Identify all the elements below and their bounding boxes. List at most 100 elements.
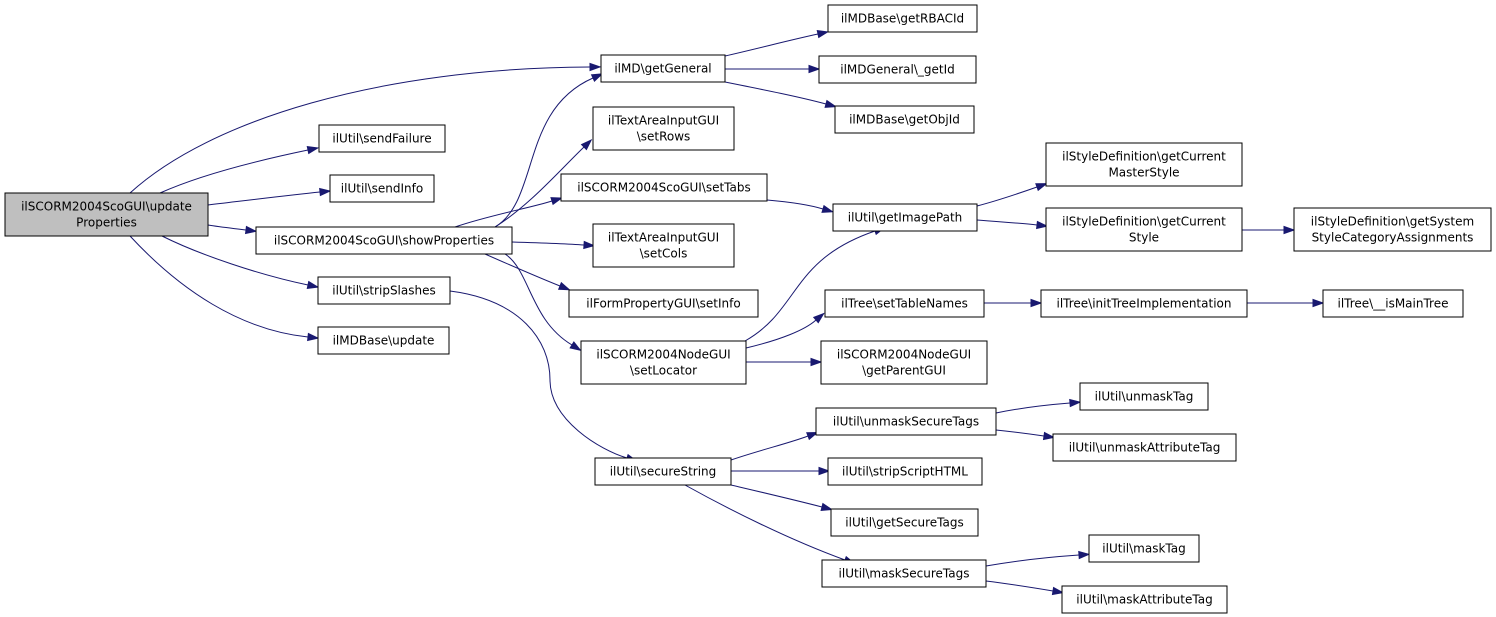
- node-label: ilStyleDefinition\getSystem: [1311, 215, 1474, 229]
- edge-line: [976, 219, 1038, 226]
- node-getRBACId[interactable]: ilMDBase\getRBACId: [827, 4, 978, 33]
- edge-getCurrentStyle-to-getSystemStyleCat: [1241, 225, 1296, 235]
- node-box: [1088, 534, 1200, 563]
- edge-root-to-sendInfo: [207, 187, 332, 206]
- node-sendFailure[interactable]: ilUtil\sendFailure: [318, 124, 446, 153]
- node-box: [1045, 142, 1243, 187]
- node-unmaskTag[interactable]: ilUtil\unmaskTag: [1079, 382, 1209, 411]
- edge-line: [511, 241, 585, 246]
- arrowhead-icon: [818, 466, 831, 476]
- node-maskAttributeTag[interactable]: ilUtil\maskAttributeTag: [1061, 585, 1228, 614]
- edge-maskSecureTags-to-maskTag: [985, 550, 1091, 567]
- node-label: Properties: [76, 216, 137, 230]
- node-mdUpdate[interactable]: ilMDBase\update: [317, 326, 450, 355]
- edge-secureString-to-maskSecureTags: [684, 484, 856, 564]
- node-maskTag[interactable]: ilUtil\maskTag: [1088, 534, 1200, 563]
- edge-initTreeImpl-to-isMainTree: [1247, 298, 1325, 308]
- node-label: ilUtil\getSecureTags: [845, 516, 963, 530]
- edge-root-to-stripSlashes: [161, 235, 320, 290]
- arrowhead-icon: [824, 99, 838, 108]
- node-maskSecureTags[interactable]: ilUtil\maskSecureTags: [821, 559, 987, 588]
- arrowhead-icon: [1030, 298, 1043, 308]
- edge-setLocator-to-getImagePath: [744, 227, 886, 342]
- node-label: ilUtil\unmaskTag: [1095, 390, 1194, 404]
- node-showProperties[interactable]: ilSCORM2004ScoGUI\showProperties: [255, 226, 513, 255]
- node-label: ilMDBase\getObjId: [849, 113, 960, 127]
- node-box: [827, 4, 978, 33]
- edge-root-to-sendFailure: [159, 145, 320, 194]
- edge-setTabs-to-getImagePath: [766, 199, 835, 213]
- edge-showProperties-to-setCols: [511, 240, 596, 250]
- edge-line: [985, 554, 1080, 567]
- edge-line: [744, 230, 876, 342]
- node-box: [824, 289, 985, 318]
- arrowhead-icon: [550, 197, 564, 206]
- node-setCols[interactable]: ilTextAreaInputGUI\setCols: [592, 223, 735, 268]
- node-getGeneral[interactable]: ilMD\getGeneral: [600, 54, 726, 83]
- node-sendInfo[interactable]: ilUtil\sendInfo: [329, 174, 435, 203]
- edge-showProperties-to-setLocator: [504, 253, 582, 352]
- node-box: [1293, 207, 1492, 252]
- node-unmaskSecureTags[interactable]: ilUtil\unmaskSecureTags: [815, 407, 997, 436]
- node-unmaskAttributeTag[interactable]: ilUtil\unmaskAttributeTag: [1052, 433, 1237, 462]
- node-label: ilSCORM2004ScoGUI\showProperties: [274, 234, 494, 248]
- arrowhead-icon: [808, 64, 821, 74]
- node-initTreeImpl[interactable]: ilTree\initTreeImplementation: [1040, 289, 1248, 318]
- edge-line: [129, 235, 309, 338]
- edge-secureString-to-unmaskSecureTags: [730, 431, 819, 461]
- node-setInfo[interactable]: ilFormPropertyGUI\setInfo: [568, 289, 759, 318]
- node-isMainTree[interactable]: ilTree\__isMainTree: [1322, 289, 1464, 318]
- node-mdGeneralGetId[interactable]: ilMDGeneral\_getId: [818, 55, 977, 84]
- arrowhead-icon: [812, 312, 825, 324]
- node-label: MasterStyle: [1108, 166, 1179, 180]
- node-getSystemStyleCat[interactable]: ilStyleDefinition\getSystemStyleCategory…: [1293, 207, 1492, 252]
- edge-line: [976, 186, 1038, 207]
- edge-setLocator-to-getParentGUI: [745, 357, 823, 367]
- edge-showProperties-to-setInfo: [484, 253, 571, 291]
- edge-getImagePath-to-getCurrentMasterStyle: [976, 183, 1048, 207]
- arrowhead-icon: [1312, 298, 1325, 308]
- arrowhead-icon: [583, 240, 596, 250]
- edge-layer: [129, 29, 1325, 596]
- node-label: ilUtil\unmaskAttributeTag: [1069, 441, 1221, 455]
- node-label: ilSCORM2004ScoGUI\setTabs: [577, 181, 750, 195]
- node-label: ilTextAreaInputGUI: [608, 231, 719, 245]
- node-setRows[interactable]: ilTextAreaInputGUI\setRows: [592, 106, 735, 151]
- node-box: [1052, 433, 1237, 462]
- edge-line: [995, 402, 1071, 414]
- node-stripSlashes[interactable]: ilUtil\stripSlashes: [317, 276, 451, 305]
- edge-line: [730, 484, 823, 508]
- node-setLocator[interactable]: ilSCORM2004NodeGUI\setLocator: [580, 340, 747, 385]
- arrowhead-icon: [806, 431, 819, 441]
- node-getObjId[interactable]: ilMDBase\getObjId: [834, 105, 975, 134]
- node-box: [815, 407, 997, 436]
- node-setTabs[interactable]: ilSCORM2004ScoGUI\setTabs: [560, 173, 768, 202]
- edge-line: [161, 235, 309, 286]
- edge-getGeneral-to-getRBACId: [724, 29, 830, 57]
- node-getParentGUI[interactable]: ilSCORM2004NodeGUI\getParentGUI: [820, 340, 988, 385]
- node-label: ilUtil\sendInfo: [341, 182, 423, 196]
- arrowhead-icon: [590, 73, 604, 83]
- node-box: [830, 508, 979, 537]
- node-secureString[interactable]: ilUtil\secureString: [594, 457, 732, 486]
- node-getSecureTags[interactable]: ilUtil\getSecureTags: [830, 508, 979, 537]
- edge-line: [745, 319, 817, 349]
- arrowhead-icon: [306, 145, 320, 155]
- edge-root-to-showProperties: [207, 224, 258, 235]
- node-stripScriptHTML[interactable]: ilUtil\stripScriptHTML: [827, 457, 983, 486]
- node-label: ilTree\__isMainTree: [1338, 297, 1449, 311]
- node-label: ilTree\setTableNames: [841, 297, 968, 311]
- edge-line: [207, 191, 321, 206]
- node-box: [834, 105, 975, 134]
- edge-root-to-getGeneral: [129, 62, 602, 194]
- node-setTableNames[interactable]: ilTree\setTableNames: [824, 289, 985, 318]
- node-label: ilStyleDefinition\getCurrent: [1062, 215, 1226, 229]
- arrowhead-icon: [557, 281, 571, 291]
- node-box: [600, 54, 726, 83]
- arrowhead-icon: [1078, 550, 1091, 560]
- arrowhead-icon: [307, 332, 320, 342]
- node-getImagePath[interactable]: ilUtil\getImagePath: [832, 203, 978, 232]
